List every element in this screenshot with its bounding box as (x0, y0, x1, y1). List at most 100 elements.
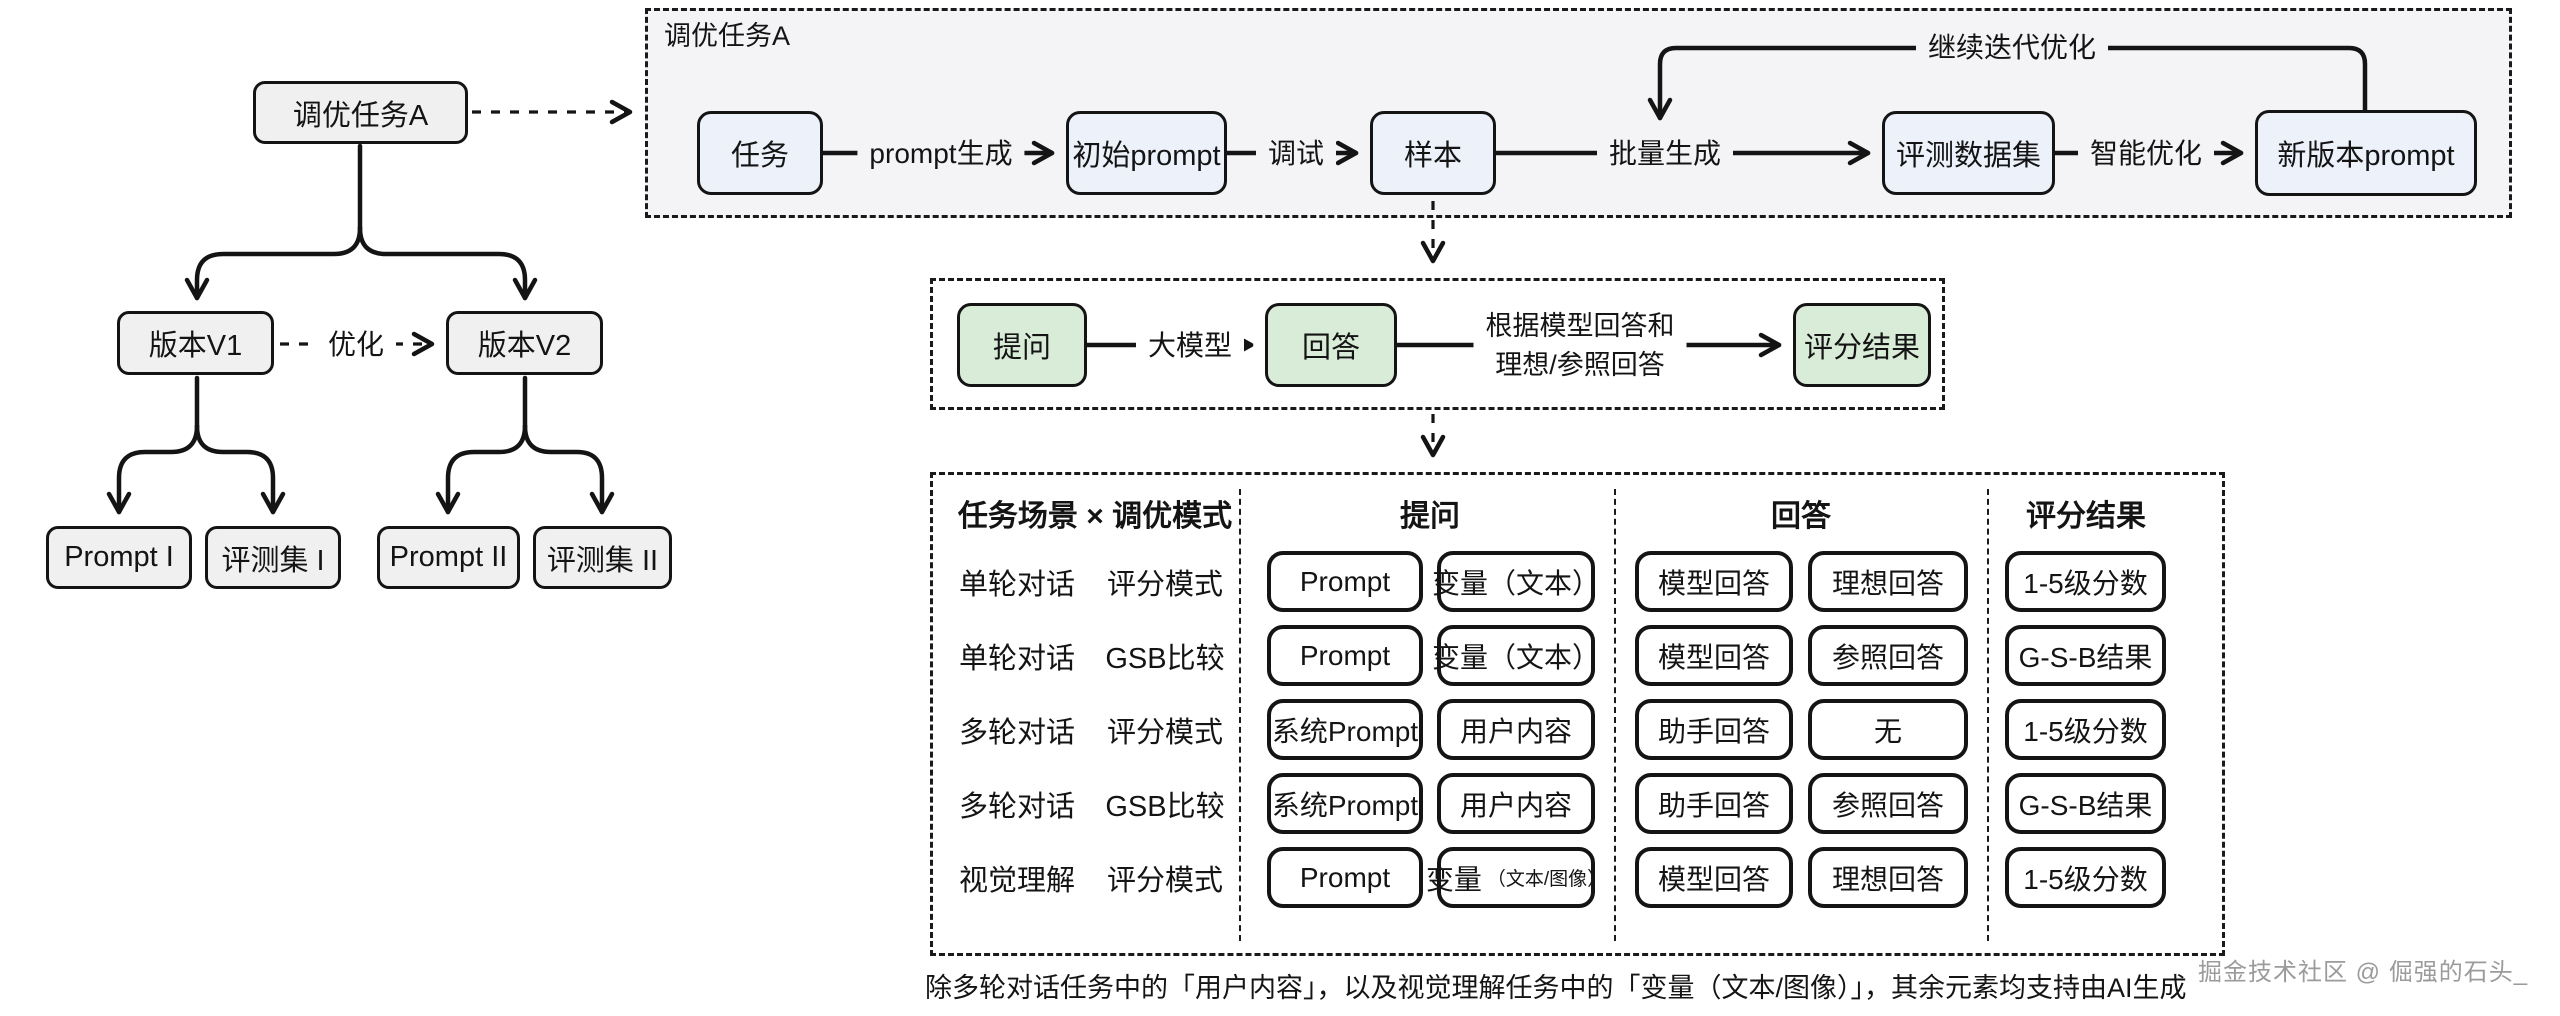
cell-q2: 变量 （文本/图像） (1426, 847, 1606, 908)
node-evalset-1: 评测集 I (205, 526, 341, 589)
edge-label-line2: 理想/参照回答 (1495, 350, 1665, 380)
node-label: 评测集 II (546, 544, 659, 577)
cell-label: 模型回答 (1657, 567, 1770, 599)
cell-label: 模型回答 (1657, 641, 1770, 673)
cell-a1: 模型回答 (1635, 625, 1793, 686)
node-label: 回答 (1301, 332, 1360, 364)
cell-label-small: （文本/图像） (1486, 869, 1607, 890)
cell-label: G-S-B结果 (2018, 789, 2153, 821)
edge-label-debug: 调试 (1255, 136, 1337, 172)
row-scene: 单轮对话 (958, 569, 1076, 601)
node-initial-prompt: 初始prompt (1066, 111, 1227, 195)
node-label: 评测数据集 (1895, 140, 2041, 172)
cell-label: 无 (1873, 715, 1902, 747)
edge-label-prompt-gen: prompt生成 (857, 136, 1025, 172)
node-label: 任务 (730, 140, 789, 172)
cell-a2: 参照回答 (1808, 625, 1968, 686)
cell-label: Prompt (1299, 565, 1391, 597)
cell-result: G-S-B结果 (2005, 625, 2166, 686)
node-new-prompt: 新版本prompt (2255, 110, 2477, 196)
cell-label: 理想回答 (1831, 567, 1944, 599)
cell-q1: Prompt (1267, 551, 1423, 612)
node-tuning-task-root: 调优任务A (253, 81, 468, 144)
row-scene: 多轮对话 (958, 717, 1076, 749)
table-separator-2 (1614, 489, 1616, 941)
node-version-v2: 版本V2 (446, 311, 603, 375)
cell-label: 参照回答 (1831, 641, 1944, 673)
cell-result: G-S-B结果 (2005, 773, 2166, 834)
cell-label: Prompt (1299, 861, 1391, 893)
row-mode: 评分模式 (1106, 717, 1224, 749)
table-header-ask: 提问 (1400, 500, 1460, 533)
table-header-result: 评分结果 (2026, 500, 2146, 533)
cell-q1: 系统Prompt (1267, 773, 1423, 834)
cell-label: 系统Prompt (1271, 789, 1419, 821)
node-version-v1: 版本V1 (117, 311, 274, 375)
cell-result: 1-5级分数 (2005, 847, 2166, 908)
node-label: 新版本prompt (2277, 140, 2455, 172)
node-prompt-1: Prompt I (46, 526, 192, 589)
cell-q2: 变量（文本） (1432, 625, 1600, 686)
cell-label: 1-5级分数 (2023, 567, 2148, 599)
cell-label: 用户内容 (1459, 715, 1572, 747)
edge-label-iterate: 继续迭代优化 (1915, 30, 2109, 66)
node-evalset-2: 评测集 II (533, 526, 672, 589)
cell-label: 变量（文本） (1432, 567, 1601, 599)
node-ask: 提问 (957, 303, 1087, 387)
row-scene: 单轮对话 (958, 643, 1076, 675)
cell-q1: Prompt (1267, 847, 1423, 908)
cell-label: 1-5级分数 (2023, 863, 2148, 895)
node-score-result: 评分结果 (1793, 303, 1931, 387)
cell-label: 理想回答 (1831, 863, 1944, 895)
node-label: 提问 (992, 332, 1051, 364)
edge-label-llm: 大模型 (1135, 328, 1245, 364)
node-label: 版本V1 (148, 330, 243, 362)
watermark: 掘金技术社区 @ 倔强的石头_ (2198, 959, 2529, 986)
cell-a1: 模型回答 (1635, 847, 1793, 908)
cell-label: 变量 (1425, 863, 1482, 895)
cell-a1: 助手回答 (1635, 699, 1793, 760)
node-label: 评分结果 (1803, 332, 1920, 364)
cell-label: 1-5级分数 (2023, 715, 2148, 747)
table-header-scene-mode: 任务场景 × 调优模式 (957, 500, 1233, 533)
cell-a2: 无 (1808, 699, 1968, 760)
node-label: 初始prompt (1072, 140, 1221, 172)
edge-label-optimize: 优化 (315, 327, 397, 363)
cell-label: 参照回答 (1831, 789, 1944, 821)
edge-label-score-basis: 根据模型回答和 理想/参照回答 (1473, 307, 1687, 385)
edge-label-smart-optimize: 智能优化 (2077, 136, 2215, 172)
cell-q1: 系统Prompt (1267, 699, 1423, 760)
node-answer: 回答 (1265, 303, 1397, 387)
table-separator-1 (1239, 489, 1241, 941)
cell-q2: 用户内容 (1437, 773, 1595, 834)
cell-a1: 助手回答 (1635, 773, 1793, 834)
node-label: Prompt I (64, 541, 174, 573)
cell-label: 变量（文本） (1432, 641, 1601, 673)
cell-label: G-S-B结果 (2018, 641, 2153, 673)
top-flow-container (645, 8, 2512, 218)
node-label: 样本 (1403, 140, 1462, 172)
node-sample: 样本 (1370, 111, 1496, 195)
edge-label-line1: 根据模型回答和 (1485, 311, 1675, 341)
table-header-answer: 回答 (1771, 500, 1831, 533)
table-footnote: 除多轮对话任务中的「用户内容」，以及视觉理解任务中的「变量（文本/图像）」，其余… (925, 973, 2187, 1003)
row-mode: 评分模式 (1106, 569, 1224, 601)
cell-label: 用户内容 (1459, 789, 1572, 821)
row-mode: 评分模式 (1106, 865, 1224, 897)
node-prompt-2: Prompt II (377, 526, 520, 589)
node-label: 评测集 I (221, 544, 325, 577)
edge-label-batch-generate: 批量生成 (1596, 136, 1734, 172)
cell-result: 1-5级分数 (2005, 699, 2166, 760)
top-flow-title: 调优任务A (664, 21, 791, 51)
table-separator-3 (1987, 489, 1989, 941)
cell-a1: 模型回答 (1635, 551, 1793, 612)
node-label: Prompt II (389, 541, 508, 573)
row-mode: GSB比较 (1105, 791, 1225, 823)
row-scene: 视觉理解 (958, 865, 1076, 897)
cell-label: 助手回答 (1657, 715, 1770, 747)
cell-q1: Prompt (1267, 625, 1423, 686)
cell-a2: 参照回答 (1808, 773, 1968, 834)
cell-a2: 理想回答 (1808, 847, 1968, 908)
row-scene: 多轮对话 (958, 791, 1076, 823)
